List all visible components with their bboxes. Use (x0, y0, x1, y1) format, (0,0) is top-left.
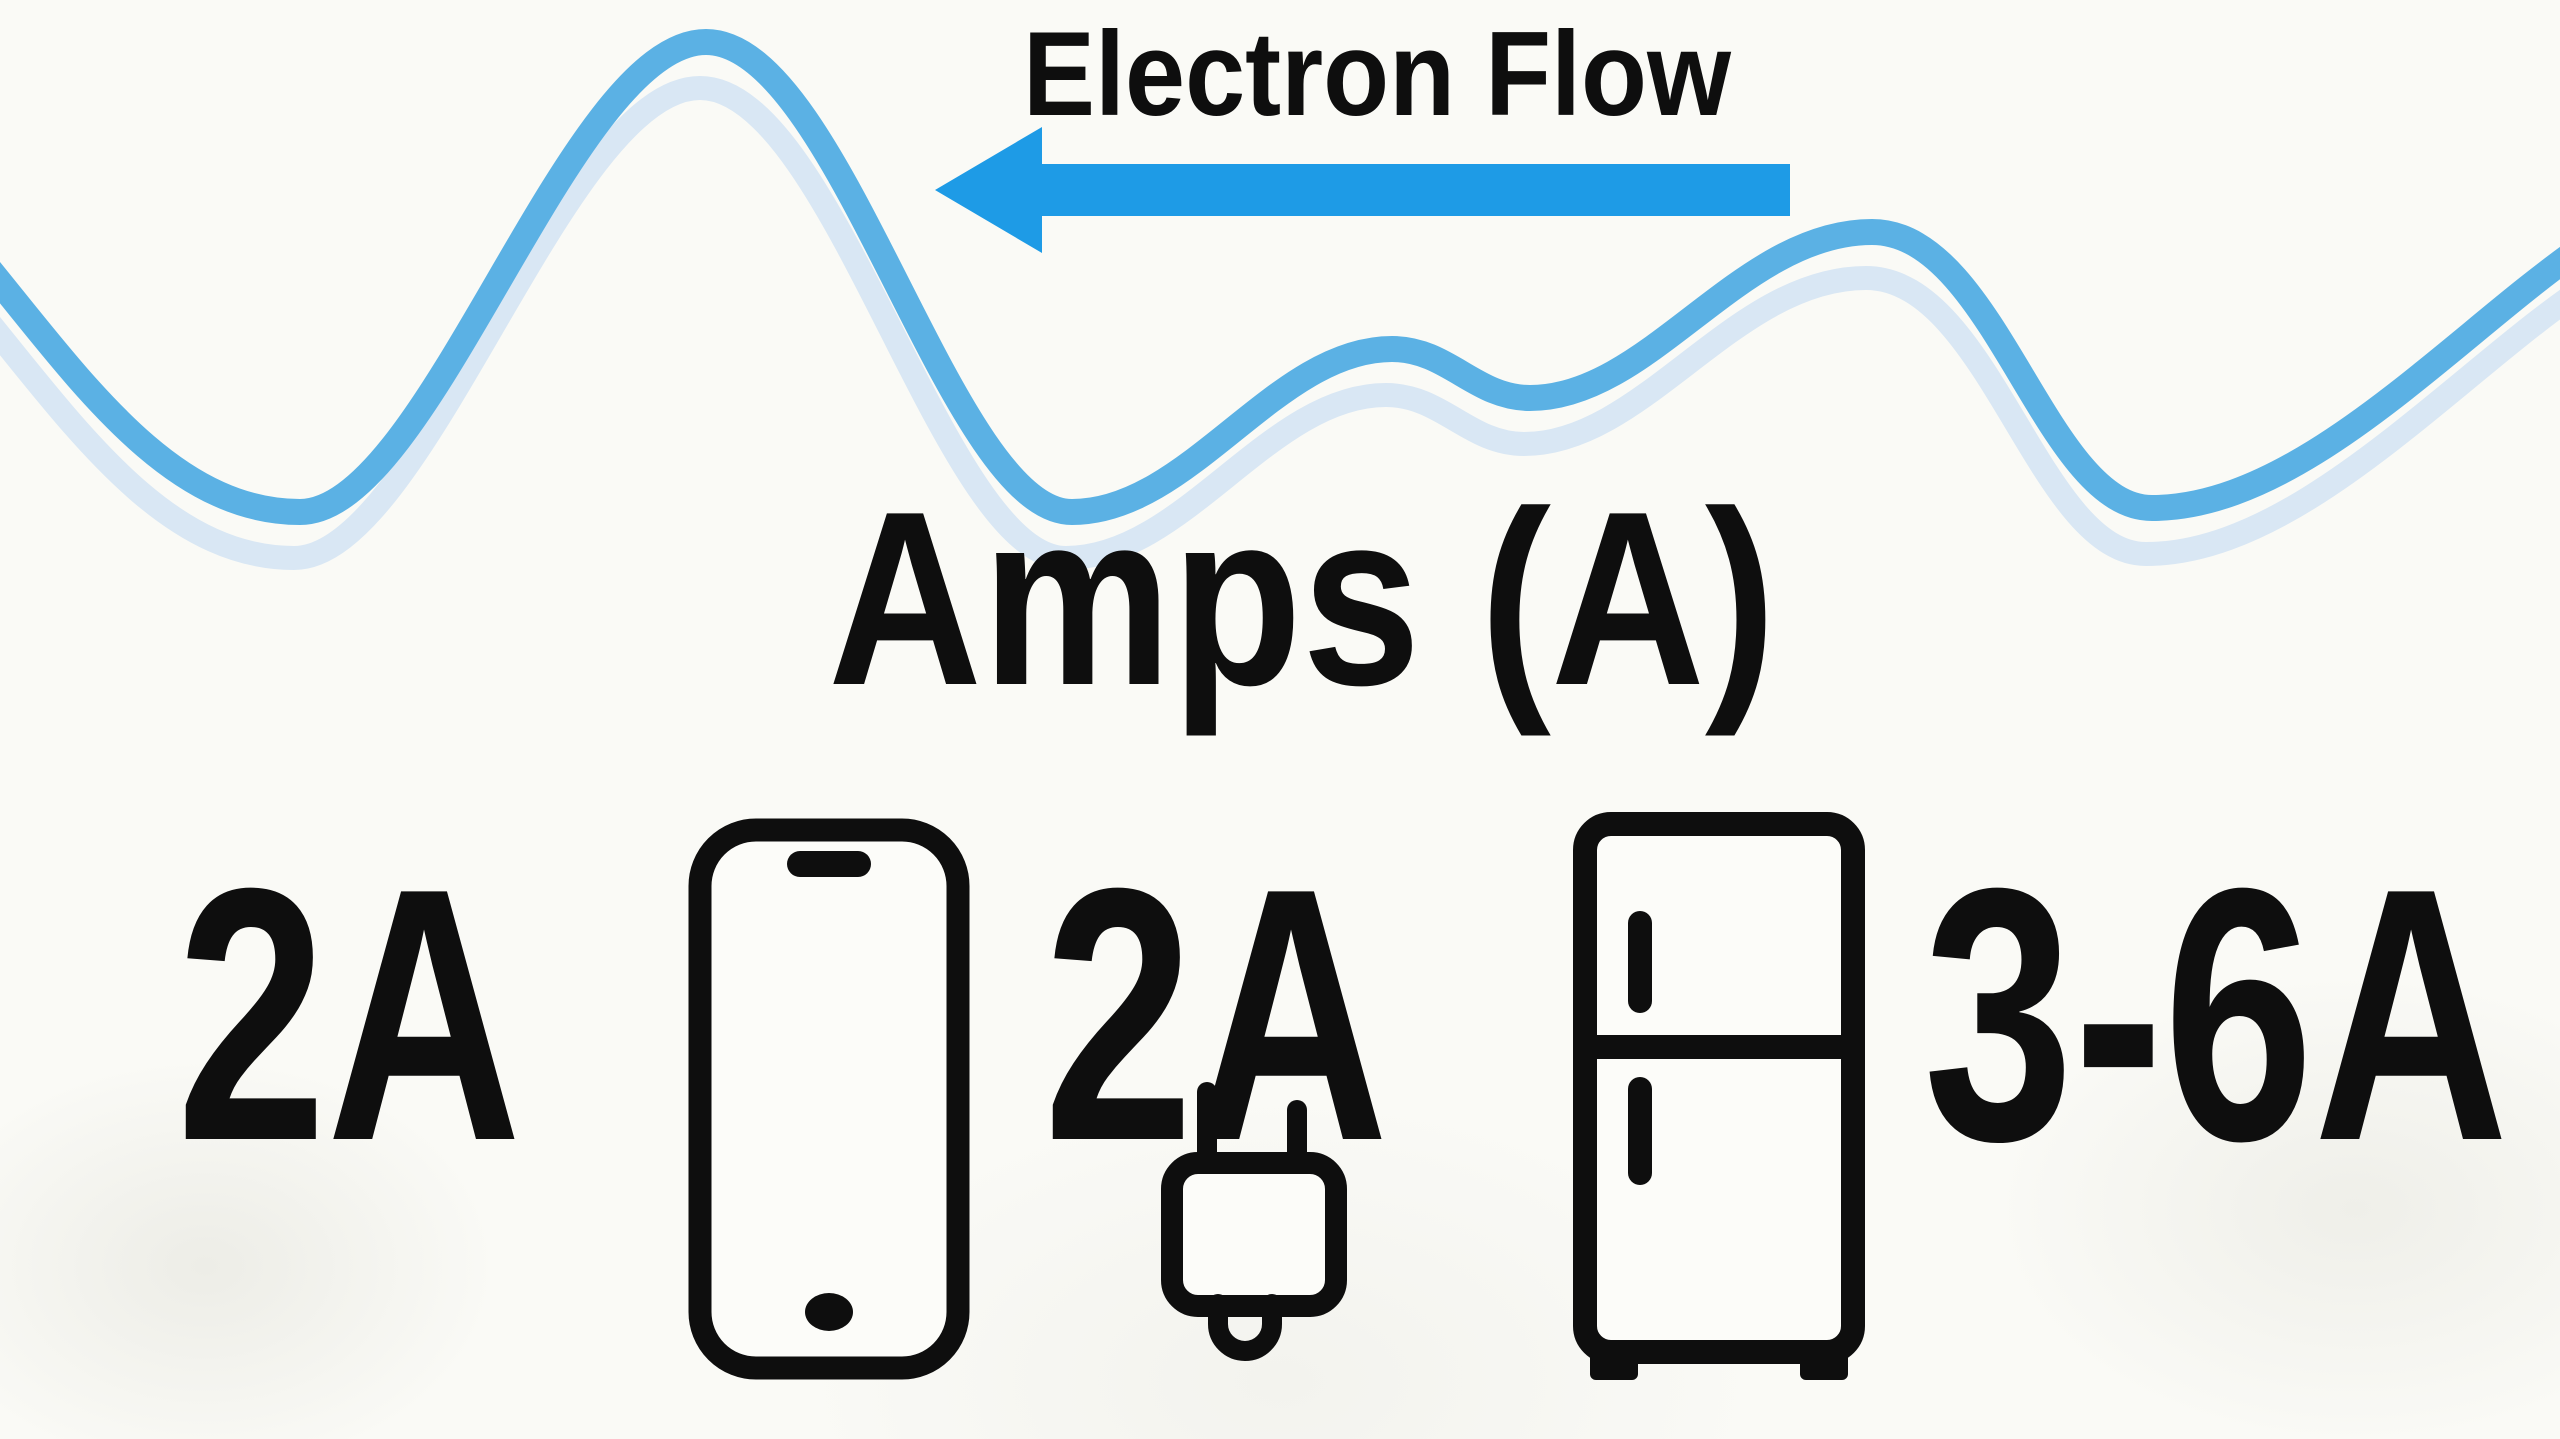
plug-body (1161, 1152, 1347, 1317)
phone-home-button (805, 1293, 853, 1331)
current-wave (0, 28, 2560, 571)
refrigerator-amp-label: 3-6A (1923, 814, 2509, 1216)
phone-speaker (787, 851, 871, 877)
charger-plug-icon (1161, 1082, 1347, 1361)
refrigerator-icon (1573, 812, 1865, 1380)
wave-main-line (0, 28, 2560, 526)
plug-tip (1208, 1294, 1282, 1361)
page-title: Amps (A) (828, 459, 1776, 737)
fridge-handle-bottom (1628, 1077, 1652, 1185)
electron-flow-arrow-icon (935, 127, 1790, 253)
wave-shadow-line (0, 75, 2560, 571)
electron-flow-label: Electron Flow (1022, 7, 1732, 141)
smartphone-icon (688, 818, 970, 1380)
left-arrow-shape (935, 127, 1790, 253)
fridge-body (1573, 812, 1865, 1364)
fridge-handle-top (1628, 911, 1652, 1013)
smartphone-amp-label: 2A (176, 814, 522, 1216)
phone-body (688, 818, 970, 1380)
fridge-divider (1578, 1035, 1860, 1059)
